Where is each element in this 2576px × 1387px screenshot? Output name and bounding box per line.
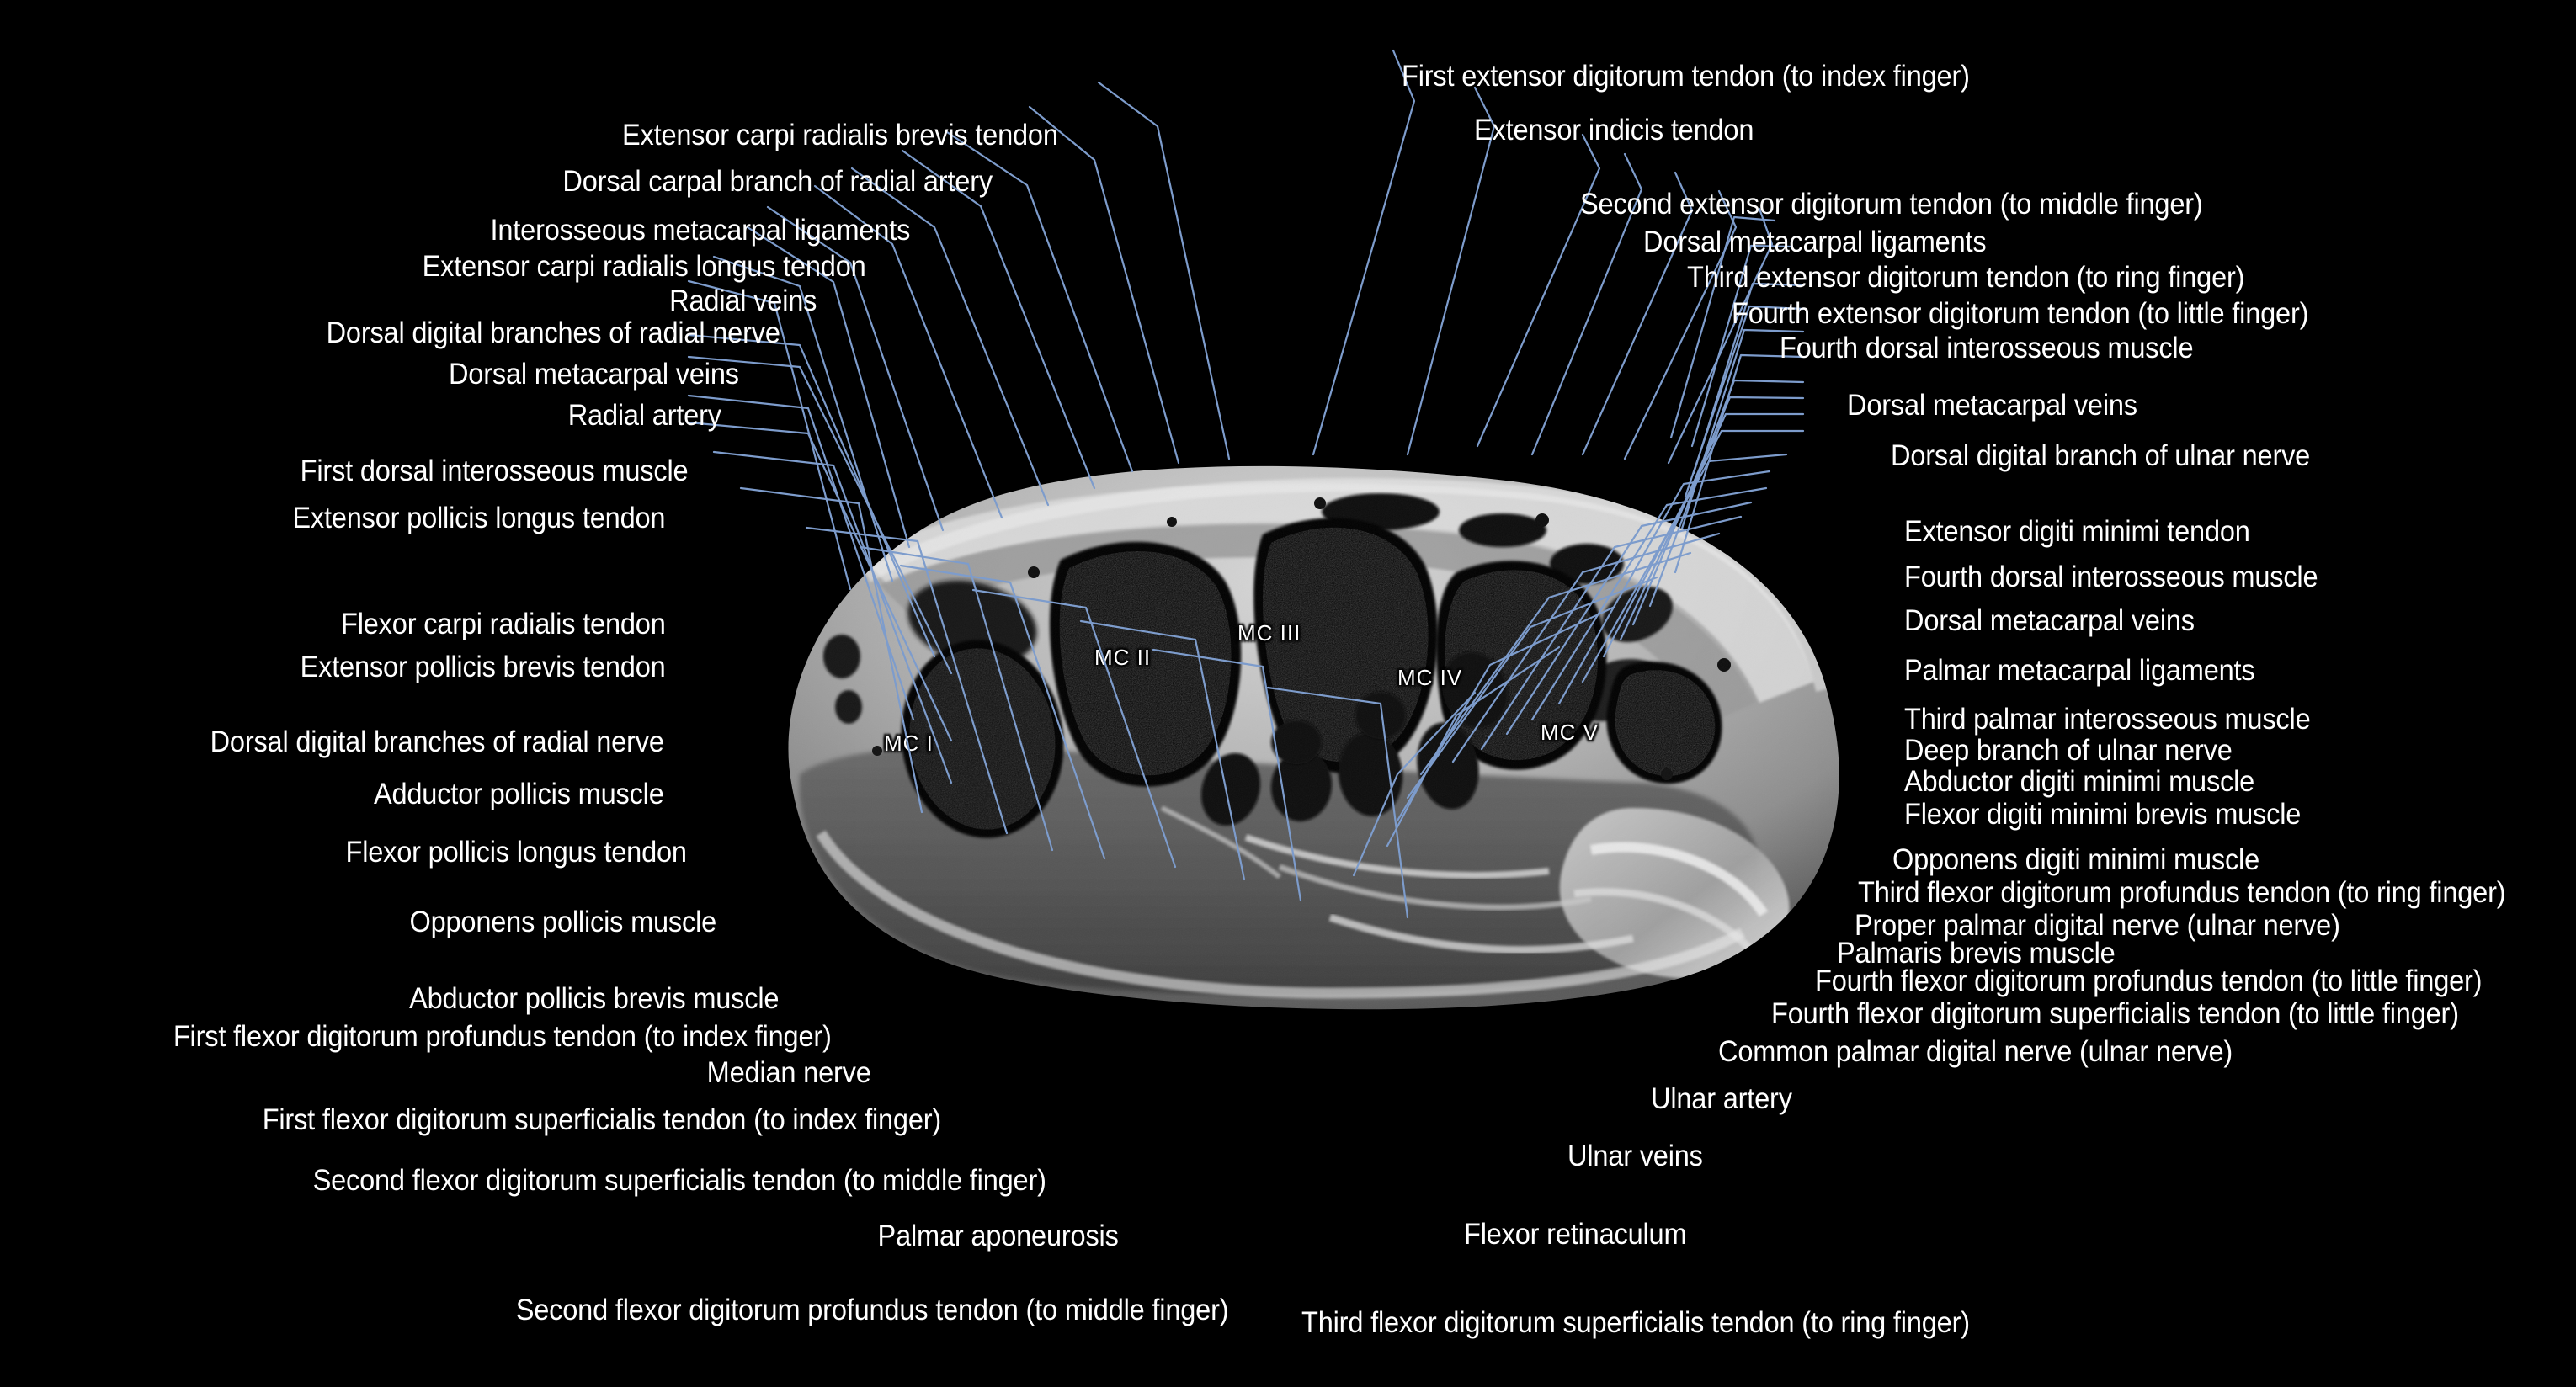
bone-label-mc1: MC I <box>884 731 934 756</box>
annotation-label-dorsal-digital-branches-of-radial-nerve: Dorsal digital branches of radial nerve <box>210 725 664 759</box>
annotation-label-fourth-flexor-digitorum-superficialis-tendon-to-little-finge: Fourth flexor digitorum superficialis te… <box>1770 996 2459 1030</box>
annotation-label-flexor-retinaculum: Flexor retinaculum <box>1463 1218 1687 1251</box>
annotation-label-interosseous-metacarpal-ligaments: Interosseous metacarpal ligaments <box>490 214 911 247</box>
annotation-label-extensor-carpi-radialis-longus-tendon: Extensor carpi radialis longus tendon <box>422 249 866 283</box>
annotation-label-third-palmar-interosseous-muscle: Third palmar interosseous muscle <box>1903 703 2311 736</box>
annotation-label-third-extensor-digitorum-tendon-to-ring-finger: Third extensor digitorum tendon (to ring… <box>1687 261 2245 295</box>
annotation-label-dorsal-metacarpal-veins: Dorsal metacarpal veins <box>449 358 740 391</box>
annotation-label-abductor-digiti-minimi-muscle: Abductor digiti minimi muscle <box>1903 764 2254 798</box>
bone-label-mc5: MC V <box>1541 720 1599 745</box>
annotation-label-dorsal-metacarpal-veins: Dorsal metacarpal veins <box>1846 388 2137 422</box>
annotation-label-fourth-extensor-digitorum-tendon-to-little-finger: Fourth extensor digitorum tendon (to lit… <box>1731 297 2309 331</box>
annotation-label-abductor-pollicis-brevis-muscle: Abductor pollicis brevis muscle <box>408 982 780 1016</box>
bone-label-mc2: MC II <box>1094 645 1152 670</box>
annotation-label-common-palmar-digital-nerve-ulnar-nerve: Common palmar digital nerve (ulnar nerve… <box>1718 1034 2233 1068</box>
annotation-label-first-dorsal-interosseous-muscle: First dorsal interosseous muscle <box>300 454 689 487</box>
annotation-label-first-extensor-digitorum-tendon-to-index-finger: First extensor digitorum tendon (to inde… <box>1401 60 1970 93</box>
annotation-label-proper-palmar-digital-nerve-ulnar-nerve: Proper palmar digital nerve (ulnar nerve… <box>1855 908 2341 942</box>
annotation-label-dorsal-metacarpal-ligaments: Dorsal metacarpal ligaments <box>1642 225 1987 258</box>
annotation-label-third-flexor-digitorum-superficialis-tendon-to-ring-finger: Third flexor digitorum superficialis ten… <box>1301 1306 1970 1340</box>
annotation-label-radial-veins: Radial veins <box>668 284 817 317</box>
annotation-label-palmar-metacarpal-ligaments: Palmar metacarpal ligaments <box>1903 653 2255 687</box>
annotation-label-fourth-dorsal-interosseous-muscle: Fourth dorsal interosseous muscle <box>1779 331 2194 364</box>
annotation-label-opponens-digiti-minimi-muscle: Opponens digiti minimi muscle <box>1892 843 2260 877</box>
annotation-label-extensor-pollicis-brevis-tendon: Extensor pollicis brevis tendon <box>300 650 666 683</box>
annotation-label-fourth-dorsal-interosseous-muscle: Fourth dorsal interosseous muscle <box>1903 561 2318 594</box>
annotation-label-extensor-digiti-minimi-tendon: Extensor digiti minimi tendon <box>1903 514 2250 548</box>
annotation-label-flexor-digiti-minimi-brevis-muscle: Flexor digiti minimi brevis muscle <box>1903 797 2302 831</box>
annotation-label-extensor-pollicis-longus-tendon: Extensor pollicis longus tendon <box>292 502 666 535</box>
bone-label-mc3: MC III <box>1237 620 1301 646</box>
bone-label-mc4: MC IV <box>1397 665 1463 690</box>
annotation-label-palmar-aponeurosis: Palmar aponeurosis <box>877 1220 1119 1253</box>
annotation-label-palmaris-brevis-muscle: Palmaris brevis muscle <box>1836 937 2116 970</box>
annotation-label-second-flexor-digitorum-superficialis-tendon-to-middle-finge: Second flexor digitorum superficialis te… <box>312 1164 1047 1198</box>
annotation-label-second-extensor-digitorum-tendon-to-middle-finger: Second extensor digitorum tendon (to mid… <box>1580 187 2203 221</box>
mri-cross-section-image: MC I MC II MC III MC IV MC V <box>741 412 1869 1010</box>
annotation-label-second-flexor-digitorum-profundus-tendon-to-middle-finger: Second flexor digitorum profundus tendon… <box>516 1293 1229 1326</box>
annotation-label-adductor-pollicis-muscle: Adductor pollicis muscle <box>373 778 664 811</box>
annotation-label-first-flexor-digitorum-superficialis-tendon-to-index-finger: First flexor digitorum superficialis ten… <box>262 1103 942 1137</box>
annotation-label-radial-artery: Radial artery <box>567 398 721 432</box>
annotation-label-flexor-carpi-radialis-tendon: Flexor carpi radialis tendon <box>340 608 666 641</box>
annotation-label-opponens-pollicis-muscle: Opponens pollicis muscle <box>409 906 716 939</box>
annotation-label-deep-branch-of-ulnar-nerve: Deep branch of ulnar nerve <box>1903 734 2233 768</box>
annotation-label-third-flexor-digitorum-profundus-tendon-to-ring-finger: Third flexor digitorum profundus tendon … <box>1858 876 2506 910</box>
annotation-label-dorsal-metacarpal-veins: Dorsal metacarpal veins <box>1903 604 2195 638</box>
annotation-label-dorsal-carpal-branch-of-radial-artery: Dorsal carpal branch of radial artery <box>562 164 993 198</box>
annotation-label-ulnar-artery: Ulnar artery <box>1651 1081 1793 1115</box>
annotation-label-ulnar-veins: Ulnar veins <box>1567 1139 1703 1172</box>
annotation-label-extensor-carpi-radialis-brevis-tendon: Extensor carpi radialis brevis tendon <box>621 119 1058 152</box>
annotation-label-first-flexor-digitorum-profundus-tendon-to-index-finger: First flexor digitorum profundus tendon … <box>173 1020 832 1054</box>
mri-svg <box>788 465 1839 1010</box>
annotation-label-extensor-indicis-tendon: Extensor indicis tendon <box>1473 114 1754 147</box>
hand-outline <box>788 465 1839 1010</box>
annotation-label-dorsal-digital-branches-of-radial-nerve: Dorsal digital branches of radial nerve <box>326 316 780 350</box>
annotation-label-fourth-flexor-digitorum-profundus-tendon-to-little-finger: Fourth flexor digitorum profundus tendon… <box>1815 965 2483 998</box>
annotation-label-dorsal-digital-branch-of-ulnar-nerve: Dorsal digital branch of ulnar nerve <box>1891 439 2311 473</box>
annotation-label-median-nerve: Median nerve <box>706 1055 871 1089</box>
annotation-label-flexor-pollicis-longus-tendon: Flexor pollicis longus tendon <box>345 835 687 869</box>
